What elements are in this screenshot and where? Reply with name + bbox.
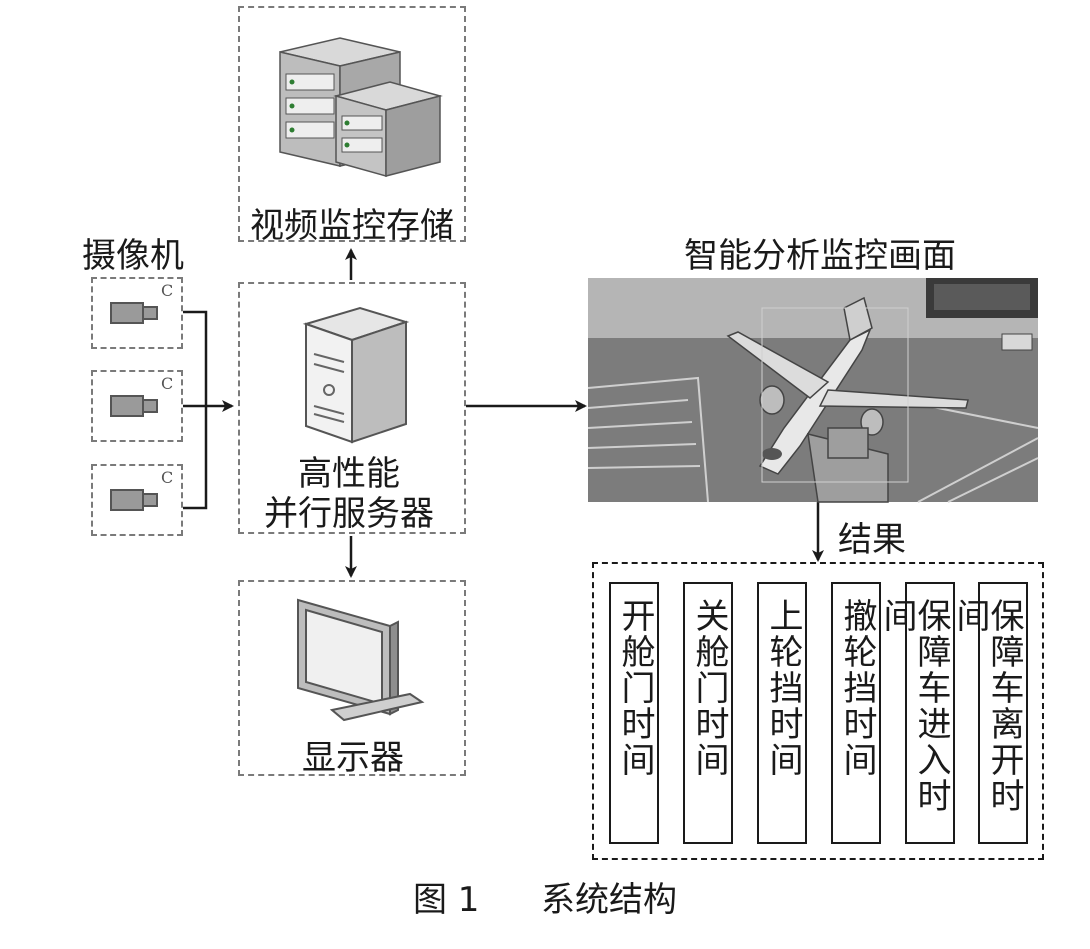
display-label: 显示器 [302,738,404,778]
storage-box: 视频监控存储 [238,6,466,246]
camera-box-2: C [91,370,183,442]
result-label: 结果 [838,520,906,560]
camera-icon [110,302,158,324]
camera-box-3: C [91,464,183,536]
result-item-label: 开舱门时间 [615,598,655,778]
result-item-label: 保障车进入时间 [877,598,951,814]
camera-mark: C [161,468,174,487]
result-item: 开舱门时间 [609,582,659,844]
result-item-label: 撤轮挡时间 [837,598,877,778]
airport-surveillance-image [587,278,1039,503]
display-box: 显示器 [238,580,466,778]
camera-bracket-line [183,310,208,510]
server-rack-icon [279,37,443,177]
result-item-label: 保障车离开时间 [950,598,1024,814]
camera-icon [110,489,158,511]
camera-group-label: 摄像机 [82,236,184,276]
result-item: 撤轮挡时间 [831,582,881,844]
server-label-line1: 高性能 [298,454,400,494]
caption-title: 系统结构 [541,880,678,920]
camera-mark: C [161,281,174,300]
figure-caption: 图 1 系统结构 [0,872,1090,921]
camera-box-1: C [91,277,183,349]
result-item: 关舱门时间 [683,582,733,844]
result-item: 上轮挡时间 [757,582,807,844]
result-item-label: 上轮挡时间 [763,598,803,778]
monitor-icon [297,598,425,722]
storage-label: 视频监控存储 [250,206,454,246]
camera-mark: C [161,374,174,393]
caption-number: 图 1 [412,880,480,920]
results-box [592,562,1044,860]
server-box: 高性能 并行服务器 [238,282,466,534]
result-item-label: 关舱门时间 [689,598,729,778]
server-label-line2: 并行服务器 [264,494,434,534]
camera-icon [110,395,158,417]
server-tower-icon [302,306,410,444]
analysis-title: 智能分析监控画面 [684,236,956,276]
result-item: 保障车进入时间 [877,582,955,844]
result-item: 保障车离开时间 [950,582,1028,844]
